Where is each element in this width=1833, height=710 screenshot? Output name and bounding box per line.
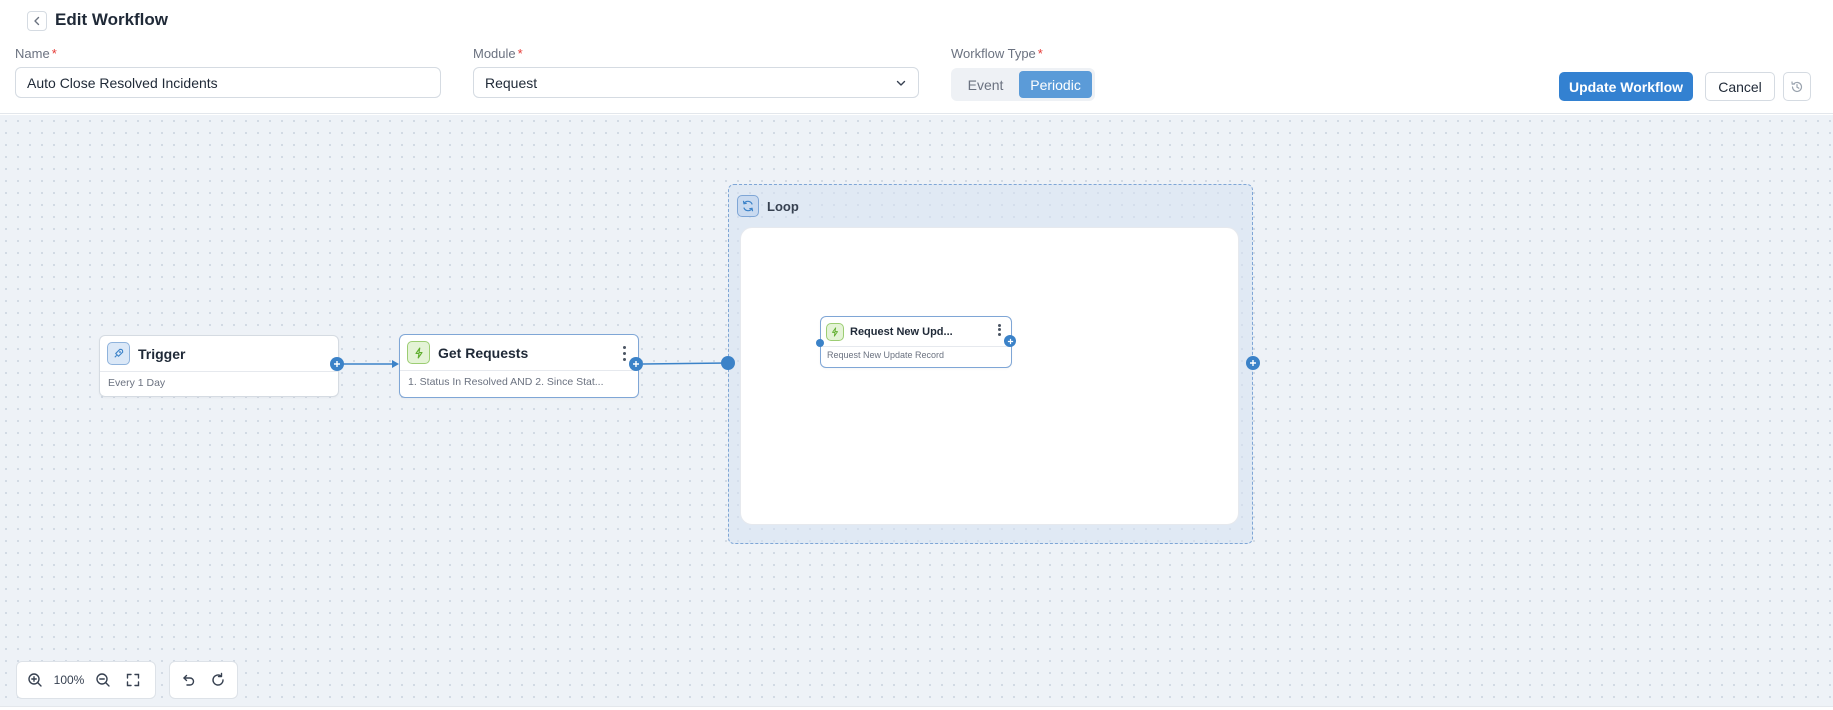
page-title: Edit Workflow bbox=[55, 10, 169, 29]
plus-icon bbox=[633, 361, 639, 367]
zoom-in-button[interactable] bbox=[23, 668, 47, 692]
chevron-down-icon bbox=[896, 80, 906, 86]
name-input[interactable] bbox=[15, 67, 441, 98]
workflow-header: Edit Workflow Name* Module* Request Work… bbox=[0, 0, 1833, 114]
request-new-update-node-title: Request New Upd... bbox=[850, 325, 953, 338]
module-select[interactable]: Request bbox=[473, 67, 919, 98]
request-new-update-add-button[interactable] bbox=[1004, 335, 1016, 347]
history-toolbar bbox=[169, 661, 238, 699]
loop-add-button[interactable] bbox=[1246, 356, 1260, 370]
bolt-icon bbox=[407, 341, 430, 364]
trigger-node[interactable]: Trigger Every 1 Day bbox=[99, 335, 339, 397]
back-button[interactable] bbox=[27, 11, 47, 31]
request-new-update-input-handle[interactable] bbox=[816, 339, 824, 347]
plus-icon bbox=[1007, 338, 1013, 344]
plus-icon bbox=[1250, 360, 1256, 366]
fit-view-button[interactable] bbox=[121, 668, 145, 692]
zoom-out-button[interactable] bbox=[91, 668, 115, 692]
loop-title: Loop bbox=[767, 198, 799, 214]
request-new-update-node-header: Request New Upd... bbox=[821, 317, 1011, 347]
redo-icon bbox=[212, 672, 224, 686]
get-requests-node-title: Get Requests bbox=[438, 344, 529, 361]
fullscreen-icon bbox=[126, 673, 140, 687]
trigger-node-title: Trigger bbox=[138, 345, 186, 362]
workflow-type-label: Workflow Type* bbox=[951, 46, 1043, 61]
history-button[interactable] bbox=[1783, 72, 1811, 101]
cancel-button[interactable]: Cancel bbox=[1705, 72, 1775, 101]
chevron-left-icon bbox=[34, 16, 40, 26]
trigger-add-button[interactable] bbox=[330, 357, 344, 371]
plus-icon bbox=[334, 361, 340, 367]
rocket-icon bbox=[107, 342, 130, 365]
request-new-update-node[interactable]: Request New Upd... Request New Update Re… bbox=[820, 316, 1012, 368]
zoom-level: 100% bbox=[53, 673, 85, 687]
refresh-icon bbox=[737, 195, 759, 217]
get-requests-node-subtitle: 1. Status In Resolved AND 2. Since Stat.… bbox=[408, 376, 604, 388]
module-label: Module* bbox=[473, 46, 523, 61]
update-workflow-button[interactable]: Update Workflow bbox=[1559, 72, 1693, 101]
zoom-in-icon bbox=[28, 673, 42, 687]
bolt-icon bbox=[826, 322, 844, 341]
request-new-update-menu-button[interactable] bbox=[993, 323, 1005, 337]
redo-button[interactable] bbox=[206, 668, 230, 692]
zoom-out-icon bbox=[96, 673, 110, 687]
get-requests-node[interactable]: Get Requests 1. Status In Resolved AND 2… bbox=[399, 334, 639, 398]
history-icon bbox=[1791, 80, 1803, 92]
trigger-node-subtitle: Every 1 Day bbox=[108, 377, 166, 389]
zoom-toolbar: 100% bbox=[16, 661, 156, 699]
loop-header: Loop bbox=[737, 195, 799, 217]
undo-button[interactable] bbox=[176, 668, 200, 692]
get-requests-menu-button[interactable] bbox=[618, 344, 630, 362]
module-select-value: Request bbox=[485, 74, 538, 91]
loop-input-handle[interactable] bbox=[721, 356, 735, 370]
trigger-node-header: Trigger bbox=[100, 336, 338, 372]
request-new-update-node-subtitle: Request New Update Record bbox=[827, 350, 945, 360]
get-requests-node-header: Get Requests bbox=[400, 335, 638, 371]
get-requests-add-button[interactable] bbox=[629, 357, 643, 371]
loop-body bbox=[740, 227, 1239, 525]
canvas-footer-divider bbox=[0, 706, 1833, 710]
name-label: Name* bbox=[15, 46, 57, 61]
type-option-event[interactable]: Event bbox=[967, 76, 1004, 93]
type-option-periodic[interactable]: Periodic bbox=[1019, 71, 1092, 98]
undo-icon bbox=[183, 674, 195, 686]
workflow-type-toggle: Event Periodic bbox=[951, 68, 1095, 101]
